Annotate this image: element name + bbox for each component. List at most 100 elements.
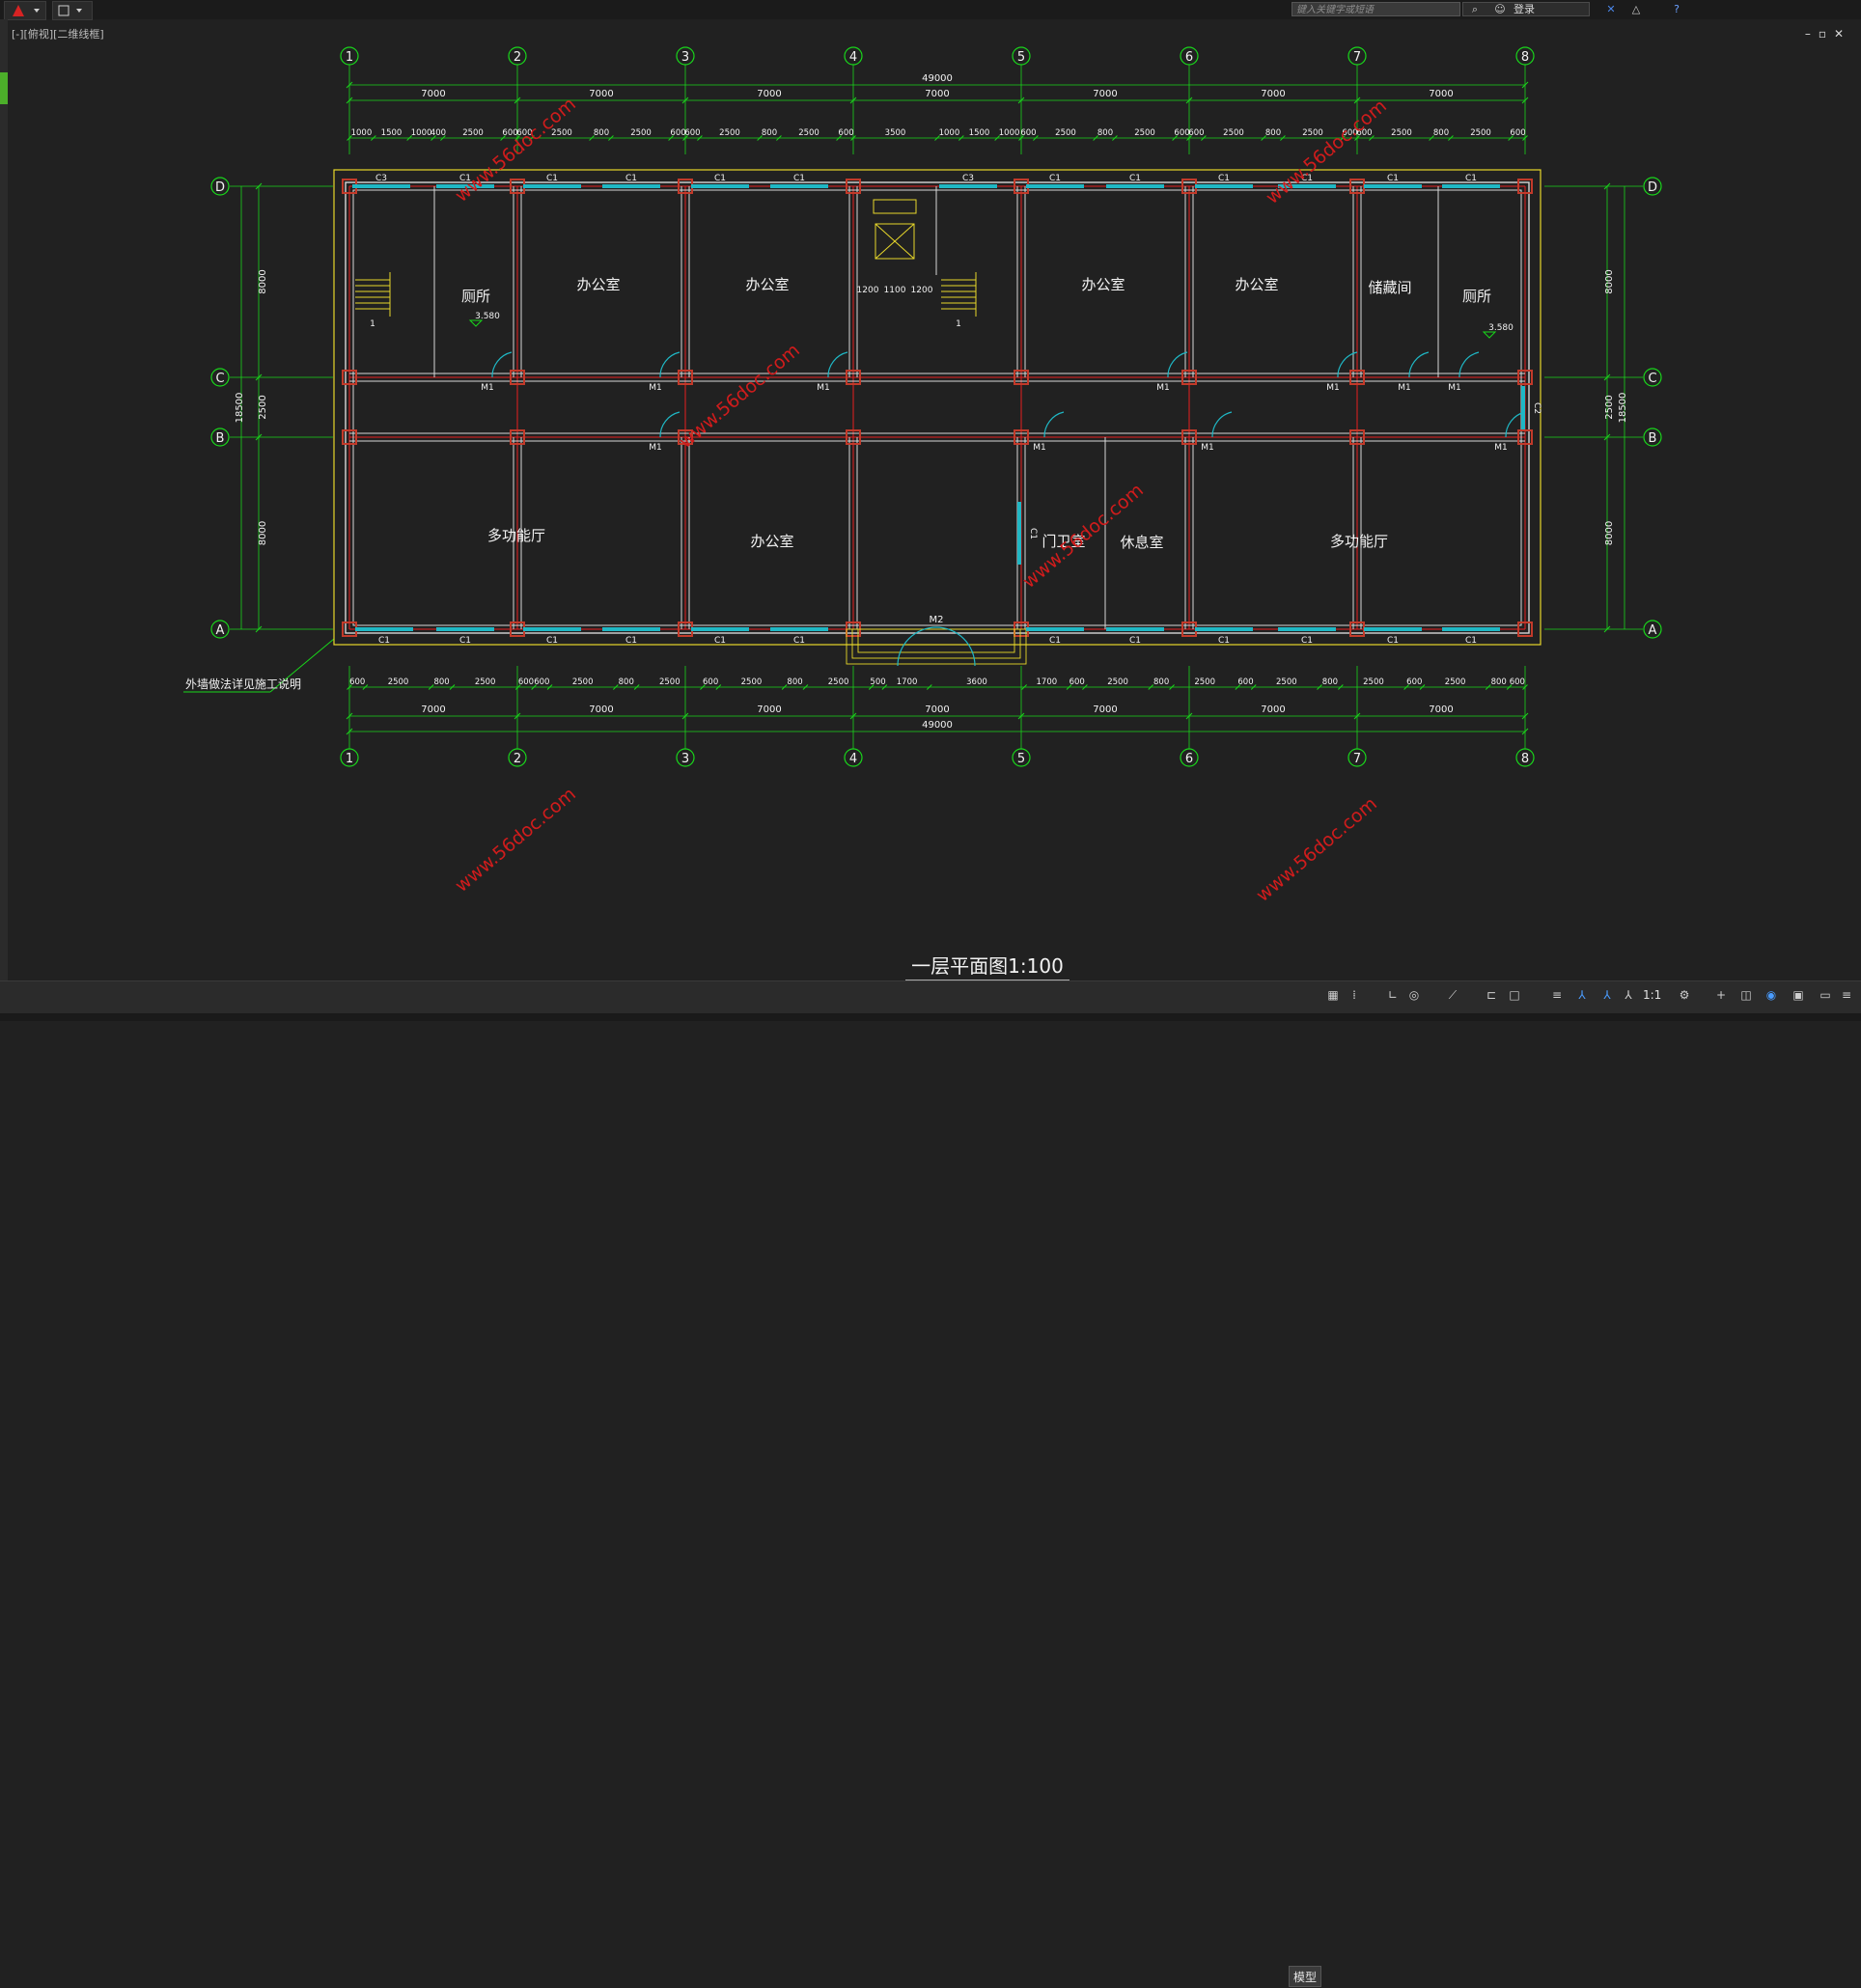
dim-tick (994, 135, 1000, 141)
axis-label-x: 5 (1017, 50, 1025, 65)
dim-detail-bottom: 800 (433, 677, 449, 687)
fullscreen-icon[interactable]: ▭ (1819, 988, 1831, 1002)
door-swing (1458, 351, 1480, 378)
ortho-icon[interactable]: ∟ (1387, 988, 1399, 1002)
left-edge-panel (0, 19, 8, 984)
dim-tick (371, 135, 376, 141)
dim-tick (681, 712, 689, 720)
app-menu-button[interactable] (4, 1, 46, 20)
model-space-tab[interactable]: 模型 (1289, 1966, 1321, 1987)
grid-icon[interactable]: ▦ (1327, 988, 1339, 1002)
lineweight-icon[interactable]: ≡ (1551, 988, 1563, 1002)
osnap-icon[interactable]: ⟋ (1448, 988, 1458, 1002)
window-label-top: C3 (962, 174, 974, 183)
dim-tick (1521, 728, 1529, 735)
column (1349, 370, 1365, 385)
dim-tick (346, 712, 353, 720)
polar-icon[interactable]: ◎ (1408, 988, 1420, 1002)
dynamic-ucs-icon[interactable]: □ (1509, 988, 1520, 1002)
dim-detail-bottom: 600 (1069, 677, 1085, 687)
dim-tick (514, 684, 521, 690)
help-icon[interactable]: ? (1674, 3, 1680, 15)
customize-icon[interactable]: ≡ (1841, 988, 1852, 1002)
viewport-controls[interactable]: [-][俯视][二维线框] (12, 28, 104, 41)
clean-screen-icon[interactable]: ▣ (1792, 988, 1804, 1002)
dim-detail-top: 600 (684, 128, 700, 138)
quick-access-toolbar[interactable] (52, 1, 93, 20)
binoculars-icon[interactable]: ⌕ (1471, 3, 1479, 15)
column (1517, 179, 1533, 194)
window-bottom (1195, 627, 1253, 631)
workspace-gear-icon[interactable]: ⚙ (1679, 988, 1690, 1002)
dim-tick (715, 684, 722, 690)
dim-tick (868, 684, 875, 690)
dim-detail-top: 1000 (999, 128, 1020, 138)
door-label: M1 (1326, 383, 1340, 393)
elevator-car (875, 223, 915, 260)
dim-detail-bottom: 2500 (828, 677, 849, 687)
dim-bay-top: 7000 (757, 89, 781, 99)
window-bottom (1026, 627, 1084, 631)
watermark-text: www.56doc.com (675, 340, 804, 453)
a360-icon[interactable]: △ (1631, 3, 1641, 15)
dim-detail-bottom: 2500 (1363, 677, 1384, 687)
plus-icon[interactable]: + (1715, 988, 1727, 1002)
door-label: M1 (649, 443, 662, 453)
dim-detail-top: 600 (502, 128, 517, 138)
login-button[interactable]: 登录 (1514, 3, 1535, 15)
window-bottom (355, 627, 413, 631)
annotation-scale-icon[interactable]: ⅄ (1625, 988, 1632, 1002)
hardware-accel-icon[interactable]: ◉ (1765, 988, 1777, 1002)
dim-tick (1354, 135, 1360, 141)
otrack-icon[interactable]: ⊏ (1486, 988, 1497, 1002)
dim-detail-top: 600 (1188, 128, 1204, 138)
column (846, 179, 861, 194)
file-tab[interactable] (0, 72, 8, 104)
dim-bay-top: 7000 (1261, 89, 1285, 99)
axis-label-x: 1 (346, 752, 353, 766)
dim-tick (514, 97, 521, 104)
dim-tick (958, 135, 964, 141)
dim-tick (1017, 712, 1025, 720)
snap-icon[interactable]: ⁞ (1352, 988, 1356, 1002)
user-icon[interactable]: ☺ (1494, 3, 1506, 15)
axis-label-x: 3 (681, 752, 689, 766)
dim-detail-bottom: 600 (1510, 677, 1525, 687)
dim-tick (431, 135, 436, 141)
door-swing (659, 351, 681, 378)
dim-tick (1201, 135, 1207, 141)
elevation-label: 3.580 (475, 312, 500, 321)
window-bottom (602, 627, 660, 631)
dim-detail-top: 2500 (1302, 128, 1323, 138)
dim-tick (500, 135, 506, 141)
dim-detail-bottom: 1700 (1037, 677, 1058, 687)
dim-tick (1235, 684, 1241, 690)
dim-tick (1148, 684, 1154, 690)
dim-tick (346, 81, 353, 89)
annotation-visibility-icon[interactable]: ⅄ (1578, 988, 1586, 1002)
dim-tick (1353, 712, 1361, 720)
dim-tick (1093, 135, 1098, 141)
dim-tick (1521, 97, 1529, 104)
isolate-icon[interactable]: ◫ (1740, 988, 1752, 1002)
search-dropdown[interactable] (1462, 2, 1590, 16)
dim-tick (1261, 135, 1266, 141)
elevation-label: 3.580 (1488, 323, 1514, 333)
column (1349, 429, 1365, 445)
drawing-window-controls[interactable]: –▫✕ (1804, 27, 1851, 41)
dim-tick (255, 433, 263, 441)
search-input[interactable]: 键入关键字或短语 (1292, 2, 1460, 16)
autoscale-icon[interactable]: ⅄ (1603, 988, 1611, 1002)
window-top (1278, 184, 1336, 188)
room-label: 门卫室 (1042, 533, 1085, 550)
dim-tick (1403, 684, 1409, 690)
door-swing (1043, 411, 1065, 438)
dim-tick (1186, 135, 1192, 141)
dim-tick (849, 97, 857, 104)
column (510, 370, 525, 385)
door-label: M1 (1494, 443, 1508, 453)
annotation-scale-value[interactable]: 1:1 (1643, 988, 1662, 1002)
exchange-icon[interactable]: ✕ (1606, 3, 1616, 15)
